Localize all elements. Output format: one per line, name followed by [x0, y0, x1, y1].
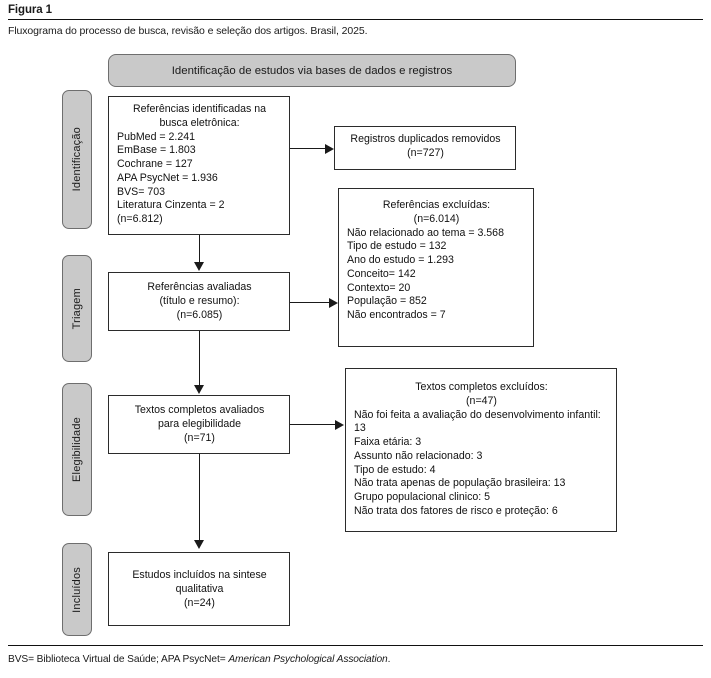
banner-identification: Identificação de estudos via bases de da…: [108, 54, 516, 87]
node-count: (n=71): [184, 431, 215, 444]
node-title-line1: Referências identificadas na: [132, 103, 267, 115]
legend-italic: American Psychological Association: [228, 654, 388, 665]
node-item-total: (n=6.812): [117, 213, 163, 226]
stage-tab-identificacao: Identificação: [62, 90, 92, 229]
node-item: Contexto= 20: [347, 281, 411, 294]
node-count: (n=727): [407, 146, 444, 159]
node-references-identified: Referências identificadas na busca eletr…: [108, 96, 290, 235]
node-item: Assunto não relacionado: 3: [354, 449, 483, 462]
node-count: (n=6.014): [413, 212, 460, 225]
arrowhead-down-icon: [194, 540, 204, 549]
node-line: (título e resumo):: [159, 294, 240, 307]
node-line: Referências avaliadas: [147, 281, 252, 293]
node-count: (n=6.085): [176, 308, 223, 321]
connector-fulltexts-to-included: [199, 454, 200, 541]
header-divider: [8, 19, 703, 20]
node-item: Não trata dos fatores de risco e proteçã…: [354, 504, 558, 517]
stage-tab-triagem: Triagem: [62, 255, 92, 362]
node-count: (n=24): [184, 596, 215, 609]
stage-tab-label: Triagem: [71, 287, 83, 330]
legend-plain: BVS= Biblioteca Virtual de Saúde; APA Ps…: [8, 654, 229, 665]
arrowhead-down-icon: [194, 385, 204, 394]
figure-caption: Fluxograma do processo de busca, revisão…: [8, 25, 368, 37]
stage-tab-incluidos: Incluídos: [62, 543, 92, 636]
node-item: Tipo de estudo = 132: [347, 240, 447, 253]
stage-tab-label: Elegibilidade: [71, 417, 83, 482]
figure-footer: BVS= Biblioteca Virtual de Saúde; APA Ps…: [8, 645, 703, 665]
node-title: Textos completos excluídos:: [415, 381, 548, 393]
node-item: Conceito= 142: [347, 267, 416, 280]
connector-identified-to-screened: [199, 235, 200, 263]
node-references-screened: Referências avaliadas (título e resumo):…: [108, 272, 290, 331]
node-studies-included: Estudos incluídos na sintese qualitativa…: [108, 552, 290, 626]
node-item: EmBase = 1.803: [117, 144, 196, 157]
node-item: Não relacionado ao tema = 3.568: [347, 226, 504, 239]
node-line: qualitativa: [175, 582, 224, 595]
node-item: APA PsycNet = 1.936: [117, 171, 218, 184]
footer-divider: [8, 645, 703, 646]
node-item: Cochrane = 127: [117, 158, 193, 171]
stage-tab-label: Identificação: [71, 127, 83, 192]
node-item: PubMed = 2.241: [117, 130, 196, 143]
connector-identified-to-duplicates: [290, 148, 326, 149]
arrowhead-right-icon: [329, 298, 338, 308]
node-line: Registros duplicados removidos: [350, 133, 501, 145]
connector-fulltexts-to-excluded: [290, 424, 336, 425]
banner-label: Identificação de estudos via bases de da…: [171, 64, 453, 77]
node-item: Não foi feita a avaliação do desenvolvim…: [354, 408, 601, 435]
figure-label: Figura 1: [8, 4, 52, 16]
node-title: Referências excluídas:: [382, 199, 491, 211]
figure-legend: BVS= Biblioteca Virtual de Saúde; APA Ps…: [8, 646, 703, 665]
node-fulltexts-assessed: Textos completos avaliados para elegibil…: [108, 395, 290, 454]
node-item: Literatura Cinzenta = 2: [117, 199, 225, 212]
arrowhead-right-icon: [325, 144, 334, 154]
legend-end: .: [387, 654, 391, 665]
node-item: Faixa etária: 3: [354, 436, 422, 449]
connector-screened-to-excluded: [290, 302, 330, 303]
node-item: População = 852: [347, 295, 427, 308]
node-item: Tipo de estudo: 4: [354, 463, 436, 476]
connector-screened-to-fulltexts: [199, 331, 200, 386]
node-item: Não encontrados = 7: [347, 309, 446, 322]
node-title-line2: busca eletrônica:: [159, 116, 240, 129]
node-item: Não trata apenas de população brasileira…: [354, 477, 566, 490]
node-line: Textos completos avaliados: [134, 404, 265, 416]
node-count: (n=47): [466, 394, 497, 407]
stage-tab-label: Incluídos: [71, 566, 83, 613]
arrowhead-down-icon: [194, 262, 204, 271]
node-fulltexts-excluded: Textos completos excluídos: (n=47) Não f…: [345, 368, 617, 532]
node-references-excluded: Referências excluídas: (n=6.014) Não rel…: [338, 188, 534, 347]
node-line: Estudos incluídos na sintese: [132, 569, 267, 581]
arrowhead-right-icon: [335, 420, 344, 430]
node-item: Grupo populacional clinico: 5: [354, 491, 491, 504]
figure-header: Figura 1 Fluxograma do processo de busca…: [8, 4, 703, 37]
stage-tab-elegibilidade: Elegibilidade: [62, 383, 92, 516]
node-duplicates-removed: Registros duplicados removidos (n=727): [334, 126, 516, 170]
node-line: para elegibilidade: [157, 417, 242, 430]
node-item: BVS= 703: [117, 185, 166, 198]
node-item: Ano do estudo = 1.293: [347, 254, 454, 267]
